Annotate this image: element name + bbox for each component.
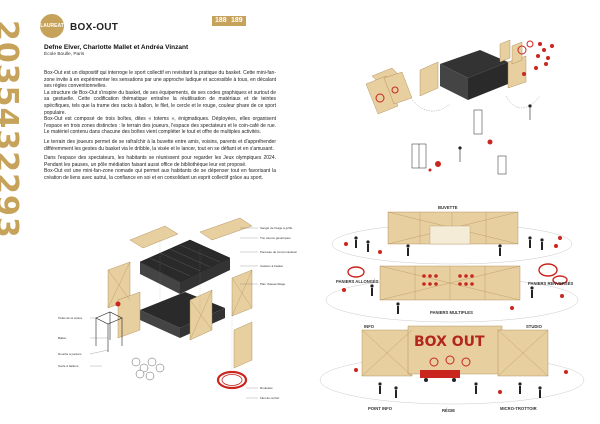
scene-label-point-info: POINT INFO <box>368 406 393 411</box>
scene-label-paniers-renverses: PANIERS RENVERSÉS <box>528 281 574 286</box>
diagram-label: Roulettes <box>260 386 273 390</box>
diagram-label: Toiles de la cosice <box>58 316 83 320</box>
diagram-label: Douche à paniers <box>58 352 82 356</box>
diagram-label: Trio totems génériques <box>260 236 291 240</box>
paragraph: Box-Out est composé de trois boîtes, dit… <box>44 116 276 136</box>
scene-label-buvette: BUVETTE <box>438 205 458 210</box>
diagram-label: Filet de renfort <box>260 396 280 400</box>
badge-text: LAUREAT <box>40 23 64 29</box>
scene-label-regie: RÉGIE <box>442 408 455 413</box>
paragraph: Box-Out est une mini-fan-zone nomade qui… <box>44 168 276 181</box>
fan-zone-scene: BUVETTE <box>319 205 585 413</box>
paragraph: Box-Out est un dispositif qui interroge … <box>44 70 276 90</box>
page-number-right: 189 <box>228 16 246 26</box>
article-title: BOX-OUT <box>70 22 119 33</box>
scene-label-studio: STUDIO <box>526 324 543 329</box>
page-number-left: 188 <box>212 16 230 26</box>
scene-label-info: INFO <box>364 324 375 329</box>
box-out-sign: BOX OUT <box>414 334 485 350</box>
paragraph: La structure de Box-Out s'inspire du bas… <box>44 89 276 116</box>
paragraph: Le terrain des joueurs permet de se rafr… <box>44 138 276 152</box>
diagram-label: Panneau de communication <box>260 250 298 254</box>
laureate-badge: LAUREAT <box>40 14 64 38</box>
diagram-label: Plan d'assemblage <box>260 282 286 286</box>
scene-label-micro-trottoir: MICRO-TROTTOIR <box>500 406 537 411</box>
diagram-label: Sangle de fixage à griffe <box>260 226 293 230</box>
unfolding-illustration <box>365 39 554 175</box>
scene-label-paniers-allonges: PANIERS ALLONGÉS <box>336 279 379 284</box>
article-school: École Boulle, Paris <box>44 52 85 57</box>
article-body: Box-Out est un dispositif qui interroge … <box>44 70 276 182</box>
paragraph: Dans l'espace des spectateurs, les habit… <box>44 155 276 168</box>
exploded-assembly-diagram: Sangle de fixage à griffe Trio totems gé… <box>58 217 298 400</box>
diagram-label: Caisson à basket <box>260 264 283 268</box>
article-authors: Defne Elver, Charlotte Mallet et Andréa … <box>44 44 189 51</box>
diagram-label: Ballon <box>58 336 67 340</box>
scene-label-paniers-multiples: PANIERS MULTIPLES <box>430 310 473 315</box>
diagram-label: Socle à ballons <box>58 364 79 368</box>
